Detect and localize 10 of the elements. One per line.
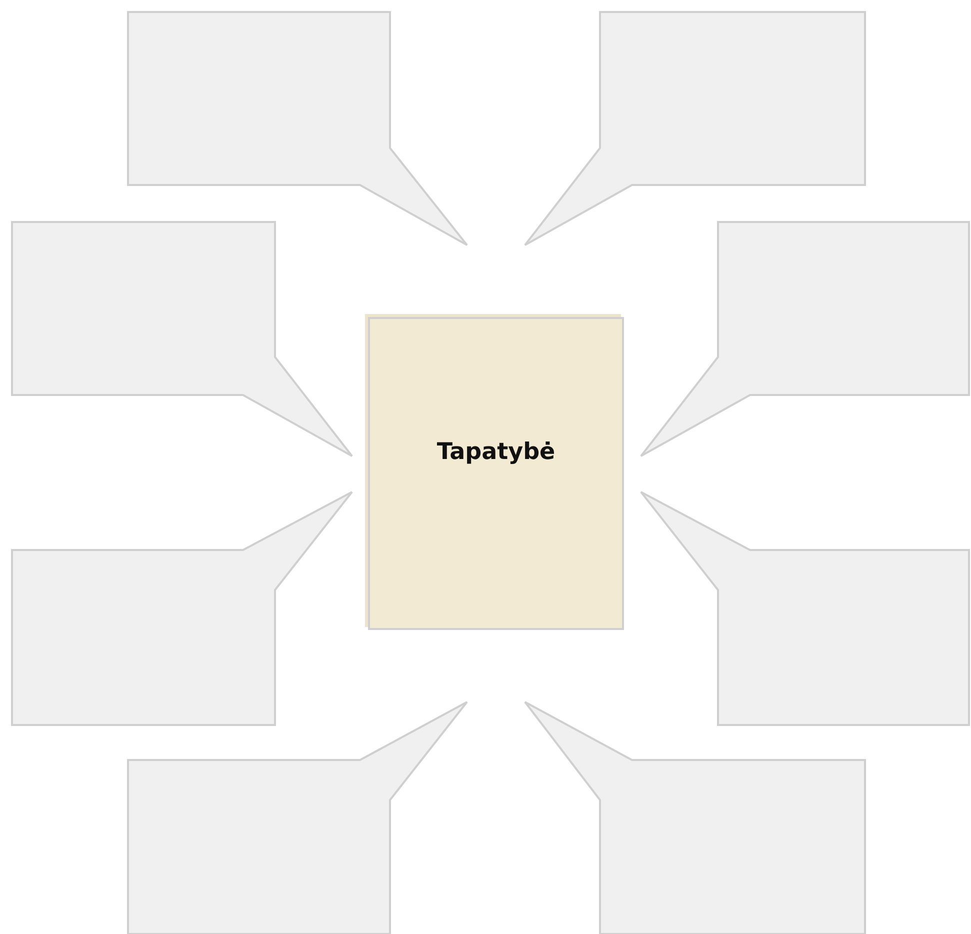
speech-bubble <box>12 222 352 456</box>
speech-bubble <box>128 12 467 245</box>
speech-bubble <box>641 222 969 456</box>
concept-box <box>368 317 624 630</box>
speech-bubble <box>128 702 467 934</box>
speech-bubble <box>12 492 352 725</box>
speech-bubble <box>525 12 865 245</box>
speech-bubble <box>641 492 969 725</box>
speech-bubble <box>525 702 865 934</box>
concept-title: Tapatybė <box>436 439 556 465</box>
